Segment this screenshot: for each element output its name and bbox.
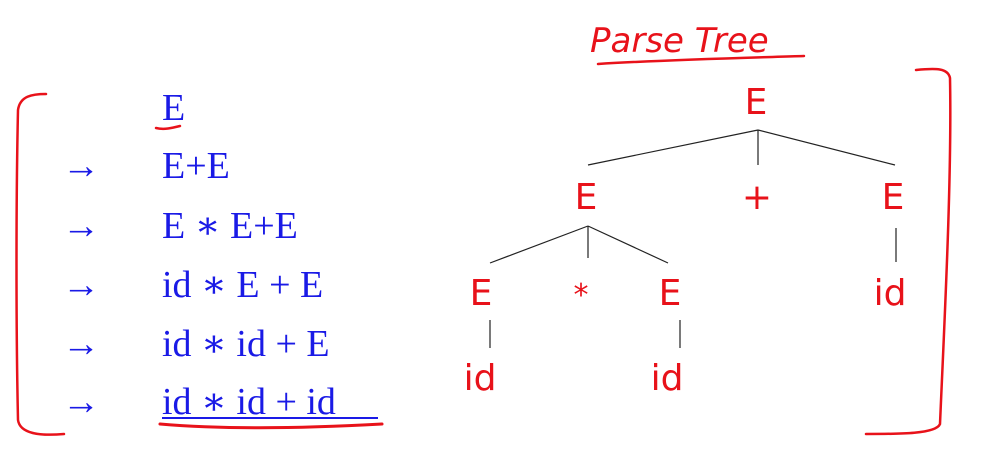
derivation-step: id ∗ id + E: [162, 323, 330, 365]
tree-node-left: E: [575, 177, 598, 218]
derivation-arrow: →: [62, 381, 100, 423]
tree-edges: [489, 129, 897, 348]
tree-edge: [587, 129, 759, 166]
tree-leaf-left-id: id: [464, 358, 497, 399]
derivation-step: E+E: [162, 145, 230, 187]
tree-leaf-middle-id: id: [651, 358, 684, 399]
tree-node-plus: +: [742, 177, 772, 218]
parse-tree: E E + E E * E id id id: [464, 82, 907, 399]
derivation-step: id ∗ E + E: [162, 264, 323, 306]
title-underline: [596, 54, 806, 66]
tree-node-root: E: [745, 82, 768, 123]
derivation-arrow: →: [62, 205, 100, 247]
tree-leaf-right-id: id: [874, 273, 907, 314]
derivation-step: E: [162, 87, 185, 129]
derivation-arrow: →: [62, 145, 100, 187]
derivation: E → E+E → E ∗ E+E → id ∗ E + E → id ∗ id…: [62, 87, 336, 423]
left-bracket: [15, 92, 66, 436]
derivation-step: E ∗ E+E: [162, 205, 298, 247]
derivation-arrow: →: [62, 264, 100, 306]
tree-node-star: *: [574, 278, 589, 313]
right-bracket: [864, 67, 952, 436]
derivation-step: id ∗ id + id: [162, 381, 336, 423]
tree-node-right: E: [882, 177, 905, 218]
title-annotation: Parse Tree: [590, 21, 806, 66]
tree-edge: [587, 225, 669, 264]
tree-node-left-right: E: [659, 273, 682, 314]
derivation-arrow: →: [62, 323, 100, 365]
start-symbol-mark: [154, 124, 182, 131]
tree-edge: [757, 129, 896, 166]
final-form-red-underline: [158, 422, 384, 430]
tree-edge: [489, 225, 589, 264]
title-text: Parse Tree: [590, 21, 769, 61]
tree-node-left-left: E: [470, 273, 493, 314]
